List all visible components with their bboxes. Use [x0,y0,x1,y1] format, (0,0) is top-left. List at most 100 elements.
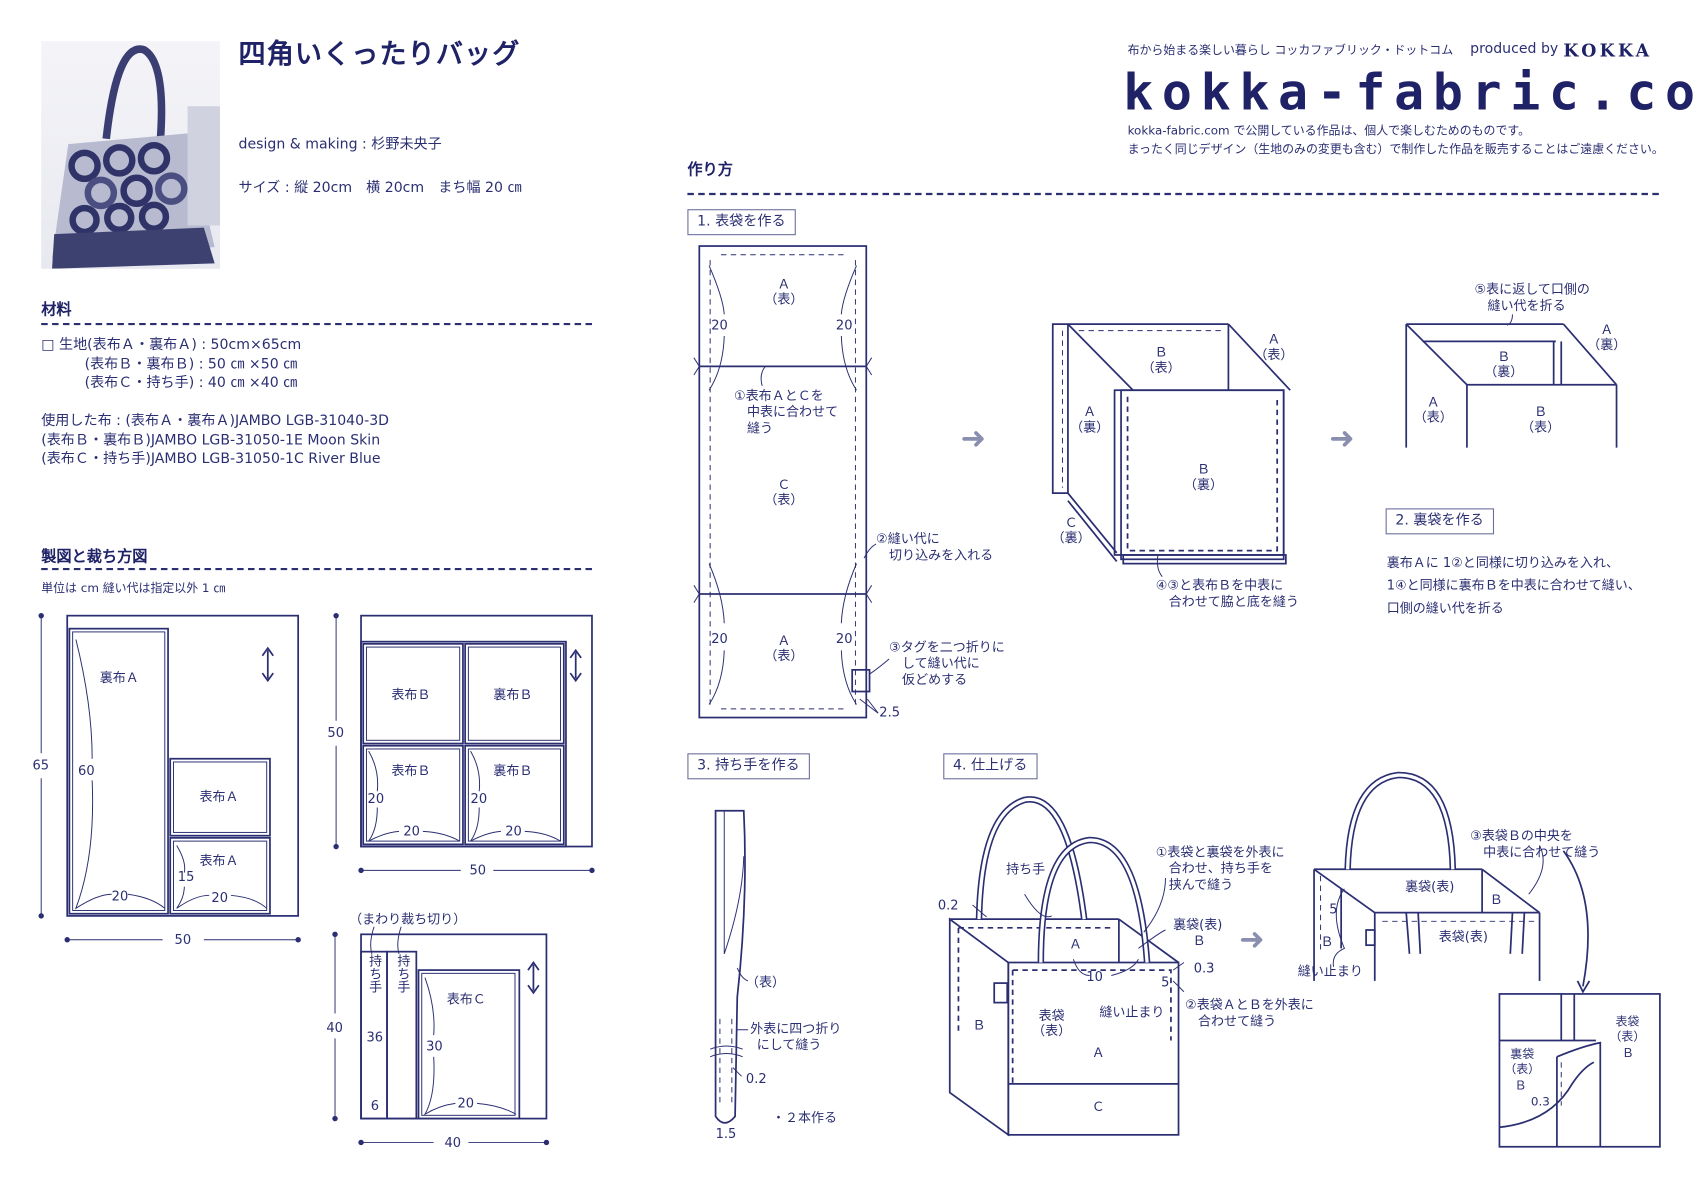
step2-label: 2. 裏袋を作る [1385,508,1494,535]
label-lining-bag: 裏袋 [1510,1047,1535,1062]
dim-30: 30 [426,1038,443,1054]
note-line: 合わせて縫う [1198,1013,1277,1029]
label-b: Ｂ [1192,933,1206,949]
label-omote: （表） [1141,359,1181,376]
label-ura: （裏） [1587,337,1627,353]
note-line: 縫う [747,420,774,436]
label-b: Ｂ [1621,1045,1634,1061]
label-a: Ａ [1267,331,1281,347]
dim-20: 20 [711,317,728,333]
materials-heading: 材料 [41,301,72,319]
label-omote: （表） [745,974,785,990]
label-outer-a: 表布Ａ [199,853,239,869]
label-a: Ａ [1083,404,1097,420]
arrow-right-icon: ➜ [1239,921,1265,958]
dim-2-5: 2.5 [879,704,900,720]
label-omote: （表） [764,492,804,508]
label-omote: （表） [1254,346,1294,363]
step3-handle-drawing [709,809,749,1124]
dim-50: 50 [327,725,344,741]
make-two-note: ・２本作る [771,1109,838,1126]
pattern-heading: 製図と裁ち方図 [41,548,148,566]
dim-0-3: 0.3 [1530,1094,1550,1109]
dim-20: 20 [211,889,228,906]
kokka-fabric-logo[interactable]: kokka-fabric.com [1123,62,1700,122]
note-line: 挟んで縫う [1168,876,1234,893]
dim-60: 60 [78,763,95,779]
label-a: Ａ [1600,321,1614,338]
step2-line-3: 口側の縫い代を折る [1386,600,1504,616]
divider [687,192,1659,196]
note-1: ①表袋と裏袋を外表に 合わせ、持ち手を 挟んで縫う [1156,844,1285,893]
label-handle: 持ち手 [367,953,383,993]
label-stop: 縫い止まり [1099,1004,1165,1020]
cutting-diagram-b [333,612,595,874]
label-omote: （表） [1504,1062,1541,1077]
dim-0-3: 0.3 [1193,960,1215,976]
label-handle: 持ち手 [1006,861,1046,877]
dim-65: 65 [32,757,50,773]
label-outer-b: 表布Ｂ [391,763,431,779]
note-1: ①表布ＡとＣを 中表に合わせて 縫う [734,388,838,437]
note-line: 中表に合わせて縫う [1483,844,1601,860]
note-3: ③タグを二つ折りに して縫い代に 仮どめする [889,640,1005,689]
step4-bag-sewn [1313,771,1591,994]
dim-20: 20 [457,1095,475,1111]
note-line: ④③と表布Ｂを中表に [1155,577,1284,593]
note-line: 合わせて脇と底を縫う [1168,593,1299,610]
notice-line-1: kokka-fabric.com で公開している作品は、個人で楽しむためのもので… [1127,123,1531,138]
note-line: 仮どめする [902,672,968,688]
kokka-logo: KOKKA [1563,40,1653,61]
dim-15: 15 [177,869,195,885]
step2-line-1: 裏布Ａに 1②と同様に切り込みを入れ、 [1386,554,1620,571]
note-line: ⑤表に返して口側の [1474,281,1590,297]
label-a: Ａ [777,276,791,292]
divider [41,323,592,326]
dim-5: 5 [1329,901,1338,917]
note-line: ②表袋ＡとＢを外表に [1185,997,1314,1013]
step1-label: 1. 表袋を作る [687,209,796,236]
label-ura: （裏） [1183,476,1223,493]
dim-20: 20 [111,888,129,904]
dim-20: 20 [470,791,488,807]
label-ura: （裏） [1070,419,1110,435]
note-5: ⑤表に返して口側の 縫い代を折る [1475,282,1590,315]
label-b: Ｂ [1514,1078,1527,1093]
note-line: ③タグを二つ折りに [889,639,1005,655]
step1-flat-pattern [693,245,890,719]
note-line: 中表に合わせて [747,404,839,420]
designer-credit: design & making : 杉野未央子 [238,136,442,153]
cutting-diagram-a [38,612,301,943]
dim-20: 20 [403,823,420,839]
note-3: ③表袋Ｂの中央を 中表に合わせて縫う [1470,828,1600,861]
label-b: Ｂ [1489,892,1503,908]
label-ura: （裏） [1051,530,1091,546]
label-lining-omote: 裏袋(表) [1405,879,1455,895]
note-line: ①表袋と裏袋を外表に [1155,844,1285,860]
label-ura: （裏） [1484,364,1524,380]
unit-note: 単位は cm 縫い代は指定以外 1 ㎝ [41,580,226,596]
label-b: Ｂ [1154,344,1168,360]
step4-bag-drawing [948,796,1185,1137]
dim-20: 20 [835,630,853,647]
fabric-used-3: (表布Ｃ・持ち手)JAMBO LGB-31050-1C River Blue [41,450,381,468]
label-b: Ｂ [1320,934,1334,950]
step1-turned-bag [1405,314,1618,448]
dim-36: 36 [366,1029,384,1045]
label-outer-omote: 表袋(表) [1438,928,1488,945]
note-line: にして縫う [756,1037,822,1053]
dim-6: 6 [370,1097,380,1114]
fabric-used-2: (表布Ｂ・裏布Ｂ)JAMBO LGB-31050-1E Moon Skin [41,432,381,449]
label-handle: 持ち手 [395,953,411,993]
note-cut-around: （まわり裁ち切り） [349,911,467,927]
label-a: Ａ [1069,936,1083,952]
note-line: して縫い代に [902,655,980,671]
dim-20: 20 [835,317,853,333]
label-lining-b: 裏布Ｂ [493,687,533,703]
arrow-right-icon: ➜ [1329,420,1355,457]
dim-0-2: 0.2 [745,1070,767,1087]
label-outer-c: 表布Ｃ [446,991,486,1007]
note-line: ③表袋Ｂの中央を [1470,828,1573,844]
dim-20: 20 [711,630,728,647]
